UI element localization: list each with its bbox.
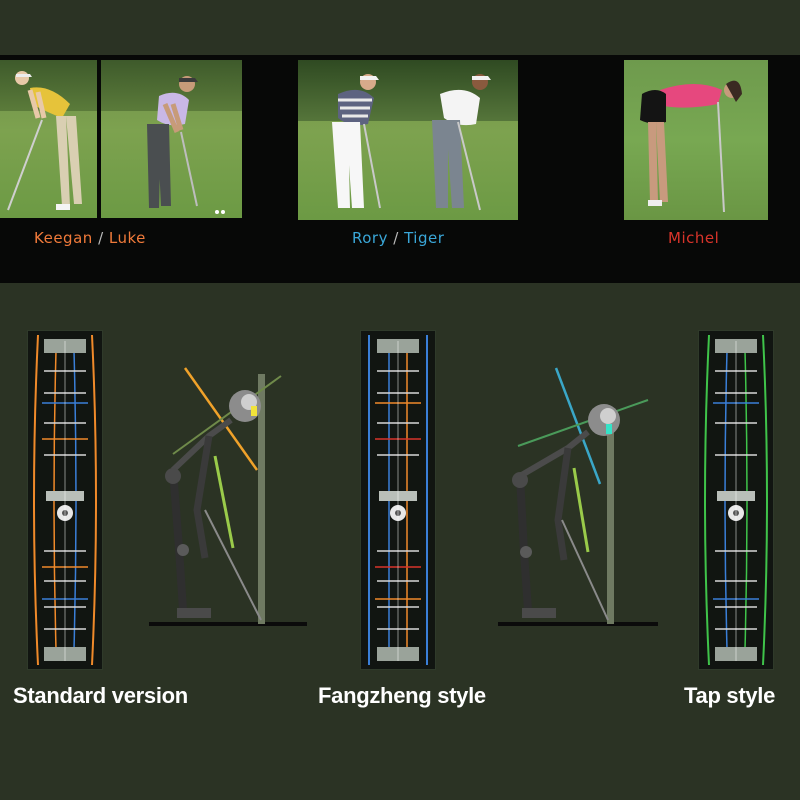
caption-michel: Michel [668, 229, 719, 247]
caption-michel-name: Michel [668, 229, 720, 247]
golfer-photo-luke [101, 60, 242, 218]
label-standard-version: Standard version [13, 683, 188, 708]
mirror-mat-fangzheng [360, 330, 436, 670]
putting-stance-figure-fangzheng [496, 360, 666, 637]
caption-keegan: Keegan [34, 229, 93, 247]
caption-keegan-luke: Keegan / Luke [34, 229, 146, 247]
caption-rory-tiger: Rory / Tiger [352, 229, 444, 247]
label-tap-style: Tap style [684, 683, 776, 708]
caption-luke: Luke [108, 229, 146, 247]
golfer-photo-tiger [408, 60, 518, 220]
golfer-photo-keegan [0, 60, 97, 218]
caption-separator: / [98, 229, 104, 247]
golfer-photo-rory [298, 60, 408, 220]
caption-separator: / [393, 229, 399, 247]
mirror-mat-standard [27, 330, 103, 670]
mirror-mat-tap [698, 330, 774, 670]
caption-tiger: Tiger [404, 229, 445, 247]
golfer-photo-michel [624, 60, 768, 220]
label-fangzheng-style: Fangzheng style [318, 683, 486, 708]
putting-stance-figure-standard [145, 360, 315, 637]
caption-rory: Rory [352, 229, 388, 247]
